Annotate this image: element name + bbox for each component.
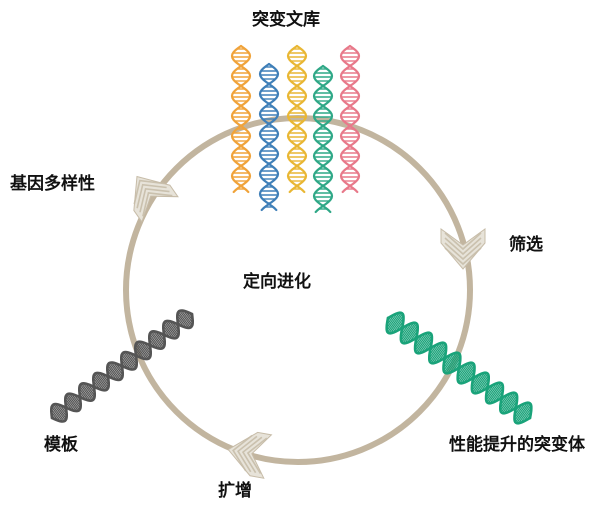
library-dna-3: [286, 44, 308, 194]
cycle-arrows: [133, 175, 486, 479]
mutant-library-label: 突变文库: [252, 10, 320, 30]
mutant-library-dna-group: [230, 44, 361, 214]
improved-mutant-dna: [385, 311, 533, 425]
library-dna-5: [339, 44, 361, 194]
amplification-label: 扩增: [218, 481, 252, 501]
screening-label: 筛选: [509, 235, 543, 255]
improved-mutant-label: 性能提升的突变体: [449, 435, 585, 455]
arrow-diversity-icon: [133, 175, 179, 224]
library-dna-1: [230, 44, 252, 194]
library-dna-2: [258, 62, 280, 212]
evolution-cycle-ring: [123, 115, 473, 465]
library-dna-4: [312, 64, 334, 214]
gene-diversity-label: 基因多样性: [10, 174, 95, 194]
template-label: 模板: [44, 435, 78, 455]
directed-evolution-center-label: 定向进化: [243, 272, 311, 292]
template-dna: [50, 309, 194, 423]
arrow-screening-icon: [440, 228, 486, 270]
arrow-amplification-icon: [227, 431, 273, 479]
